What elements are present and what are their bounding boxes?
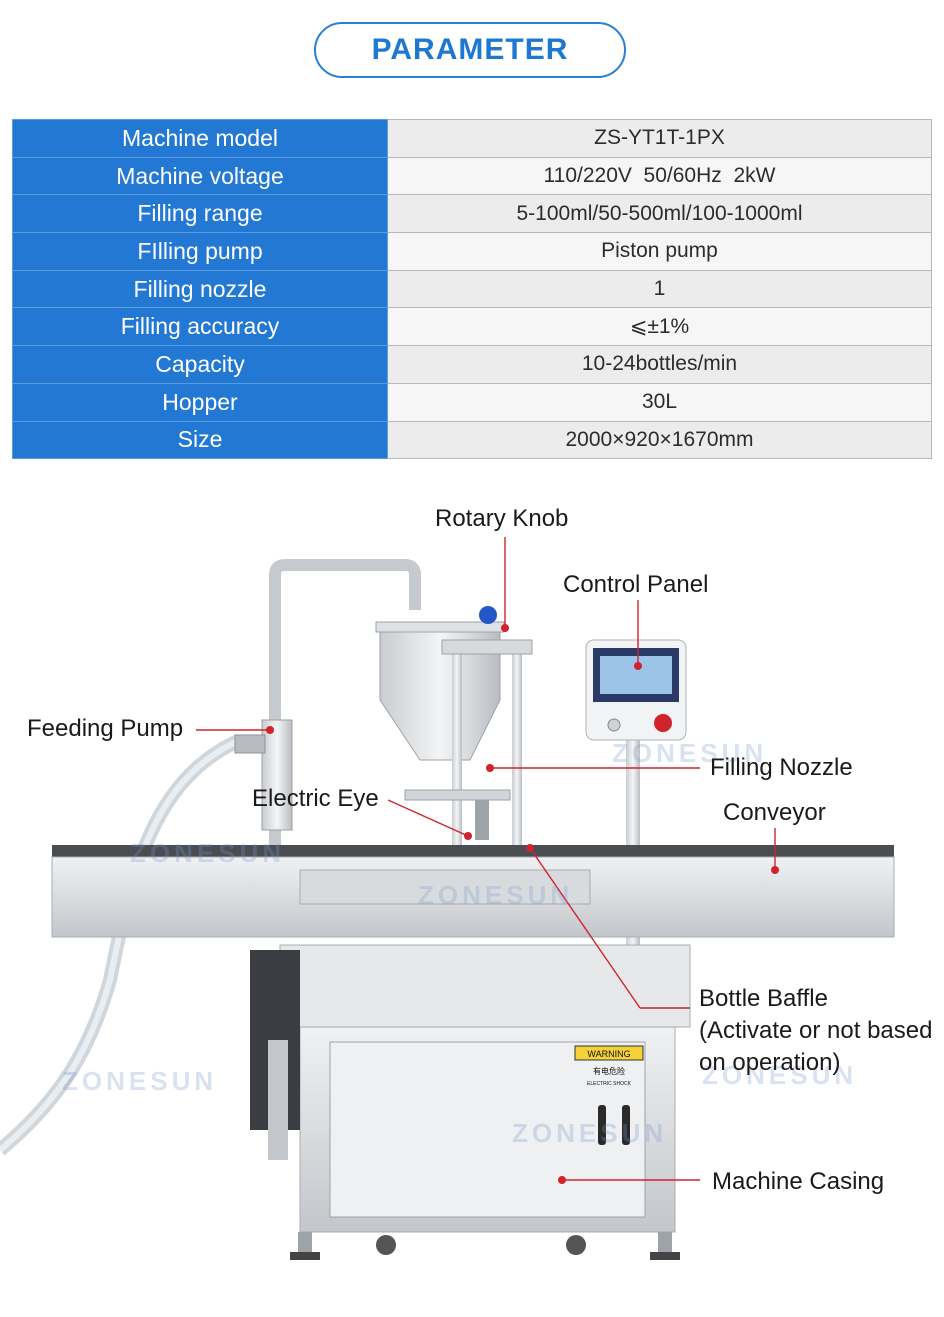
param-value: 10-24bottles/min [387,345,932,384]
param-label: Filling nozzle [12,269,388,309]
watermark: ZONESUN [702,1060,858,1090]
table-row: Filling accuracy⩽±1% [12,307,932,347]
param-value: ZS-YT1T-1PX [387,119,932,158]
shock-label-en: ELECTRIC SHOCK [587,1081,632,1087]
filling-nozzle [475,800,489,840]
param-label: Size [12,420,388,460]
machine-top-plate [279,944,691,1028]
callout-bottle-baffle: Bottle Baffle (Activate or not based on … [699,985,933,1076]
param-value: 5-100ml/50-500ml/100-1000ml [387,194,932,234]
feeding-pump-tube [269,559,421,850]
page-title-pill: PARAMETER [314,22,626,78]
warning-label: WARNING [587,1049,630,1059]
callout-feeding-pump: Feeding Pump [27,715,184,742]
feeding-pump-body [261,719,293,831]
param-label: FIlling pump [12,232,388,271]
watermark: ZONESUN [62,1066,218,1096]
filling-machine-illustration: WARNING 有电危险 ELECTRIC SHOCK [0,537,895,1260]
param-value: 2000×920×1670mm [387,420,932,460]
callout-conveyor: Conveyor [723,799,826,826]
param-value: 1 [387,269,932,309]
shock-label-cn: 有电危险 [593,1066,625,1076]
param-label: Filling accuracy [12,307,388,347]
callout-filling-nozzle: Filling Nozzle [710,754,853,781]
page-title: PARAMETER [371,33,569,66]
param-value: 30L [387,382,932,422]
param-label: Filling range [12,194,388,234]
watermark: ZONESUN [130,838,286,868]
param-value: 110/220V 50/60Hz 2kW [387,156,932,196]
callout-control-panel: Control Panel [563,571,709,598]
param-value: ⩽±1% [387,307,932,347]
callout-rotary-knob: Rotary Knob [435,505,569,532]
param-label: Machine model [12,119,388,158]
callout-machine-casing: Machine Casing [712,1168,885,1195]
param-label: Machine voltage [12,156,388,196]
watermark: ZONESUN [612,738,768,768]
param-value: Piston pump [387,232,932,271]
watermark: ZONESUN [512,1118,668,1148]
rotary-knob [479,606,497,624]
conveyor-rail [52,845,894,857]
param-label: Hopper [12,382,388,422]
watermark: ZONESUN [418,880,574,910]
param-label: Capacity [12,345,388,384]
callout-electric-eye: Electric Eye [252,785,379,812]
